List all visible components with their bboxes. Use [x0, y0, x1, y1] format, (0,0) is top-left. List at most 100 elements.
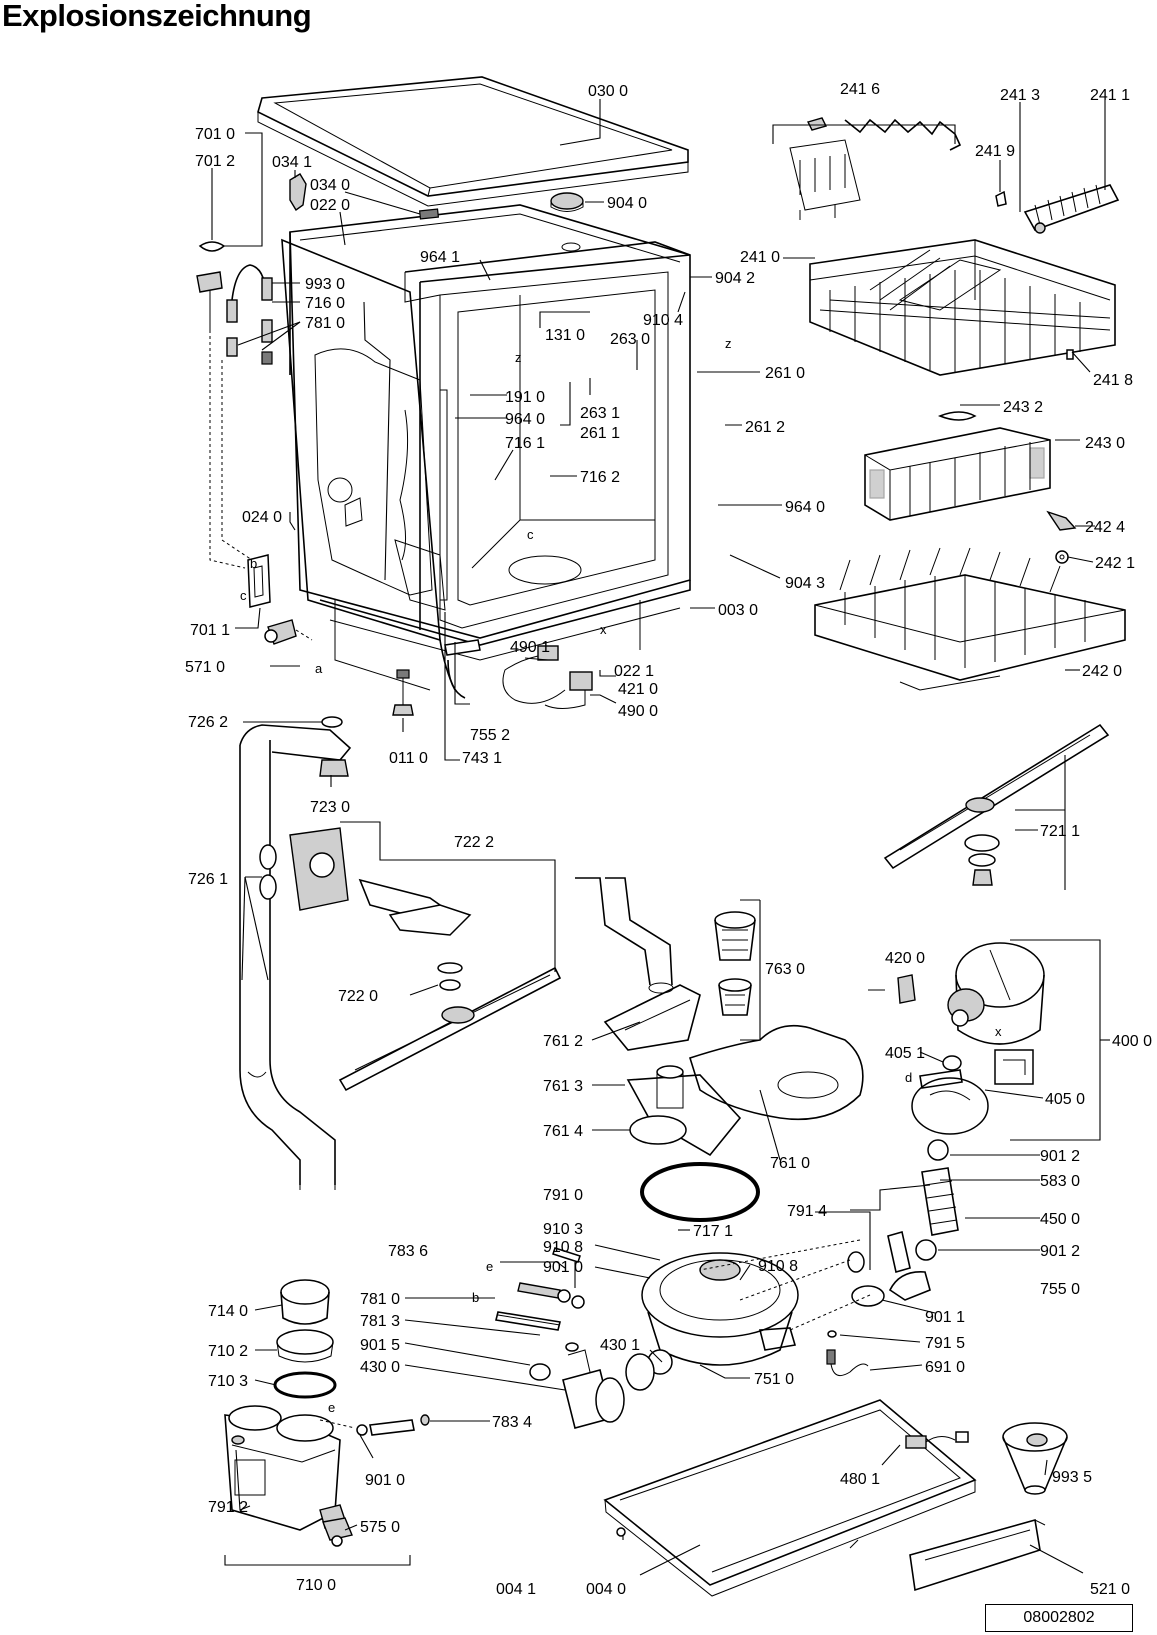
basket-wheel: [1055, 550, 1069, 564]
label-910-8-a: 910 8: [543, 1239, 583, 1256]
marker-x-lower: x: [995, 1024, 1002, 1039]
side-panel: [281, 238, 448, 642]
label-710-2: 710 2: [208, 1343, 248, 1360]
label-726-1: 726 1: [188, 871, 228, 888]
label-575-0: 575 0: [360, 1519, 400, 1536]
marker-a: a: [315, 661, 323, 676]
hinge-springs: [196, 241, 273, 569]
label-722-2: 722 2: [454, 834, 494, 851]
label-964-0-b: 964 0: [785, 499, 825, 516]
marker-e-upper: e: [486, 1259, 493, 1274]
label-726-2: 726 2: [188, 714, 228, 731]
upper-spray-arm: [883, 723, 1110, 886]
label-241-0: 241 0: [740, 249, 780, 266]
label-791-2: 791 2: [208, 1499, 248, 1516]
label-791-4: 791 4: [787, 1203, 827, 1220]
salt-funnel: [1002, 1422, 1068, 1495]
label-421-0: 421 0: [618, 681, 658, 698]
label-716-1: 716 1: [505, 435, 545, 452]
label-430-0: 430 0: [360, 1359, 400, 1376]
label-993-0: 993 0: [305, 276, 345, 293]
water-softener: [224, 1279, 346, 1531]
label-450-0: 450 0: [1040, 1211, 1080, 1228]
valve-part: [264, 619, 313, 645]
circulation-motor: [897, 942, 1045, 1135]
label-761-0: 761 0: [770, 1155, 810, 1172]
label-901-0-a: 901 0: [543, 1259, 583, 1276]
label-243-2: 243 2: [1003, 399, 1043, 416]
label-904-2: 904 2: [715, 270, 755, 287]
label-261-2: 261 2: [745, 419, 785, 436]
marker-d: d: [905, 1070, 912, 1085]
label-761-2: 761 2: [543, 1033, 583, 1050]
label-901-1: 901 1: [925, 1309, 965, 1326]
cap-part: [550, 192, 584, 212]
marker-e-lower: e: [328, 1400, 335, 1415]
label-241-1: 241 1: [1090, 87, 1130, 104]
large-o-ring: [640, 1162, 760, 1222]
label-191-0: 191 0: [505, 389, 545, 406]
label-964-0-a: 964 0: [505, 411, 545, 428]
label-420-0: 420 0: [885, 950, 925, 967]
label-714-0: 714 0: [208, 1303, 248, 1320]
dashed-connections: [319, 1239, 871, 1429]
marker-b-upper: b: [250, 556, 257, 571]
label-904-3: 904 3: [785, 575, 825, 592]
label-763-0: 763 0: [765, 961, 805, 978]
cable-connector: [905, 1431, 969, 1449]
lower-spray-arm: [289, 827, 562, 1092]
cup-shelf: [995, 184, 1120, 234]
label-761-4: 761 4: [543, 1123, 583, 1140]
label-722-0: 722 0: [338, 988, 378, 1005]
drain-pump: [562, 1349, 625, 1429]
label-242-0: 242 0: [1082, 663, 1122, 680]
label-490-1: 490 1: [510, 639, 550, 656]
label-261-0: 261 0: [765, 365, 805, 382]
label-716-2: 716 2: [580, 469, 620, 486]
label-241-9: 241 9: [975, 143, 1015, 160]
label-691-0: 691 0: [925, 1359, 965, 1376]
label-490-0: 490 0: [618, 703, 658, 720]
label-261-1: 261 1: [580, 425, 620, 442]
label-131-0: 131 0: [545, 327, 585, 344]
label-901-2-a: 901 2: [1040, 1148, 1080, 1165]
label-241-8: 241 8: [1093, 372, 1133, 389]
label-405-0: 405 0: [1045, 1091, 1085, 1108]
label-755-2: 755 2: [470, 727, 510, 744]
label-701-1: 701 1: [190, 622, 230, 639]
rack-clip: [1066, 349, 1074, 360]
left-hose-set: [495, 1247, 585, 1381]
label-034-1: 034 1: [272, 154, 312, 171]
label-003-0: 003 0: [718, 602, 758, 619]
label-022-0: 022 0: [310, 197, 350, 214]
base-screw: [616, 1527, 626, 1537]
label-716-0: 716 0: [305, 295, 345, 312]
label-781-3: 781 3: [360, 1313, 400, 1330]
label-024-0: 024 0: [242, 509, 282, 526]
sump-housing: [641, 1252, 799, 1375]
label-791-0: 791 0: [543, 1187, 583, 1204]
page-title: Explosionszeichnung: [2, 0, 312, 33]
label-263-0: 263 0: [610, 331, 650, 348]
label-034-0: 034 0: [310, 177, 350, 194]
softener-hose: [356, 1414, 430, 1436]
label-901-2-b: 901 2: [1040, 1243, 1080, 1260]
label-242-4: 242 4: [1085, 519, 1125, 536]
drain-hose-small: [439, 639, 481, 699]
clip-part: [289, 173, 307, 212]
label-241-6: 241 6: [840, 81, 880, 98]
label-717-1: 717 1: [693, 1223, 733, 1240]
worktop-lid: [257, 76, 689, 207]
label-521-0: 521 0: [1090, 1581, 1130, 1598]
hinge-bracket: [247, 554, 271, 608]
label-571-0: 571 0: [185, 659, 225, 676]
heater-assembly: [847, 1139, 959, 1307]
label-791-5: 791 5: [925, 1335, 965, 1352]
marker-c-upper: c: [240, 588, 247, 603]
supply-tube: [239, 716, 352, 1190]
label-263-1: 263 1: [580, 405, 620, 422]
label-781-0-upper: 781 0: [305, 315, 345, 332]
electrical-parts: [502, 645, 593, 709]
